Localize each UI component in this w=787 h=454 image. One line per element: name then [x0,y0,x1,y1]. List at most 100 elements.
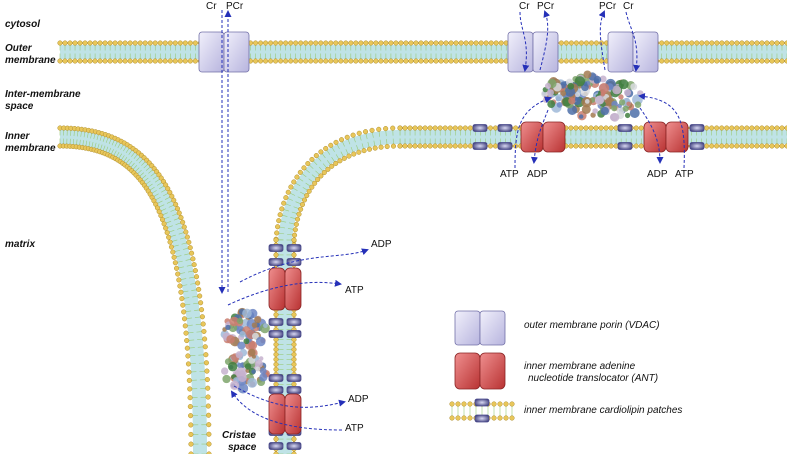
lipid-head [398,40,404,46]
lipid-head [323,40,329,46]
lipid-head [749,40,755,46]
lipid-head [709,143,715,149]
label-cr-left-porin: Cr [206,1,217,12]
lipid-head [301,165,307,171]
lipid-tail-band [400,130,787,144]
lipid-head [112,58,118,64]
lipid-head [368,40,374,46]
lipid-head [704,58,710,64]
lipid-head [638,125,644,131]
lipid-head [573,40,579,46]
lipid-head [198,307,205,313]
enzyme-subunit [626,101,631,107]
lipid-head [57,40,63,46]
enzyme-subunit [230,380,240,391]
lipid-head [376,126,382,132]
lipid-head [333,160,339,167]
lipid-head [182,58,188,64]
lipid-head [72,58,78,64]
lipid-head [273,356,279,362]
label-atp-cristae-lower: ATP [345,423,364,434]
vdac-half [507,31,534,73]
lipid-head [168,244,175,250]
lipid-head [97,58,103,64]
arrow-adp-lower [233,385,346,408]
lipid-head [252,40,259,46]
lipid-head [276,218,282,224]
lipid-head [351,151,357,157]
lipid-head [764,58,770,64]
lipid-head [462,143,468,149]
lipid-head [433,40,439,46]
lipid-head [769,143,775,149]
lipid-head [412,125,418,131]
lipid-head [164,230,170,236]
lipid-head [679,40,685,46]
lipid-head [169,193,175,199]
lipid-head [183,330,189,336]
lipid-head [305,160,311,167]
lipid-head [779,40,785,46]
label-adp-cristae-lower: ADP [348,394,369,405]
lipid-head [288,58,294,64]
label-pcr-porin-2: PCr [537,1,555,12]
lipid-head [739,143,745,149]
lipid-head [769,125,775,131]
enzyme-subunit [568,97,576,105]
lipid-head [353,58,359,64]
lipid-head [714,125,720,131]
lipid-head [744,58,750,64]
lipid-head [739,58,745,64]
lipid-head [438,58,444,64]
lipid-head [157,40,163,46]
enzyme-subunit [259,367,267,375]
lipid-head [699,58,705,64]
lipid-head [182,40,188,46]
lipid-head [598,125,604,131]
lipid-head [463,40,469,46]
lipid-head [132,40,138,46]
lipid-head [318,40,324,46]
lipid-head [127,40,133,46]
lipid-head [296,211,302,217]
lipid-head [784,143,787,149]
enzyme-subunit [255,336,266,347]
lipid-head [186,377,192,383]
lipid-head [346,153,352,159]
cardiolipin-patch [497,142,513,150]
lipid-head [188,441,194,447]
lipid-head [180,219,186,225]
lipid-head [744,40,750,46]
label-atp-ant-1: ATP [500,169,519,180]
lipid-head [362,129,369,135]
lipid-head [179,296,185,302]
lipid-head [77,58,83,64]
enzyme-subunit [547,89,554,97]
lipid-head [107,40,113,46]
lipid-head [407,125,413,131]
lipid-head [608,143,614,149]
lipid-head [122,58,128,64]
lipid-head [729,40,735,46]
legend-ant-symbol [454,352,506,390]
lipid-head [578,40,584,46]
enzyme-subunit [581,104,591,114]
lipid-head [205,385,211,391]
enzyme-subunit [235,351,243,359]
lipid-head [313,40,319,46]
arrow-adp-down-ant-1 [530,109,549,164]
lipid-head [299,202,306,208]
lipid-head [190,256,196,262]
lipid-head [348,58,354,64]
lipid-head [398,58,404,64]
lipid-head [388,58,394,64]
lipid-head [759,40,765,46]
lipid-head [173,265,180,271]
arrow-cr-into-porin-2 [519,11,530,72]
lipid-head [749,143,755,149]
lipid-head [598,58,605,64]
lipid-head [82,40,88,46]
lipid-head [754,143,760,149]
lipid-head [273,381,279,387]
label-inner-membrane-line1: Inner [5,131,30,142]
